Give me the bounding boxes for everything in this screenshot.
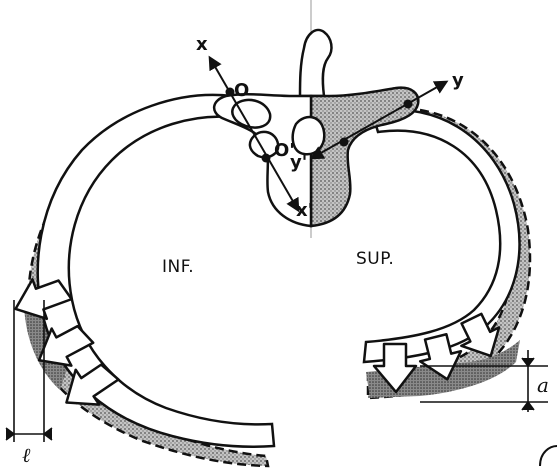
- pivot-dot: [340, 138, 349, 147]
- label-x-prime: x': [296, 200, 313, 221]
- label-y: y: [452, 70, 464, 91]
- label-inferior: INF.: [162, 257, 194, 277]
- corner-fragment: [540, 446, 557, 466]
- pivot-dot: [262, 154, 271, 163]
- vertebra-spinous-process: [300, 30, 331, 96]
- label-x: x: [196, 34, 208, 55]
- label-dim-l: ℓ: [22, 443, 31, 467]
- label-o-prime: O': [274, 140, 295, 161]
- pivot-dot: [404, 100, 413, 109]
- vertebra-right-half: [311, 88, 418, 226]
- label-dim-a: a: [537, 373, 549, 397]
- vertebral-foramen: [293, 117, 325, 154]
- label-superior: SUP.: [356, 249, 394, 269]
- left-transverse-process-hole: [232, 100, 270, 128]
- label-o: O: [234, 80, 249, 101]
